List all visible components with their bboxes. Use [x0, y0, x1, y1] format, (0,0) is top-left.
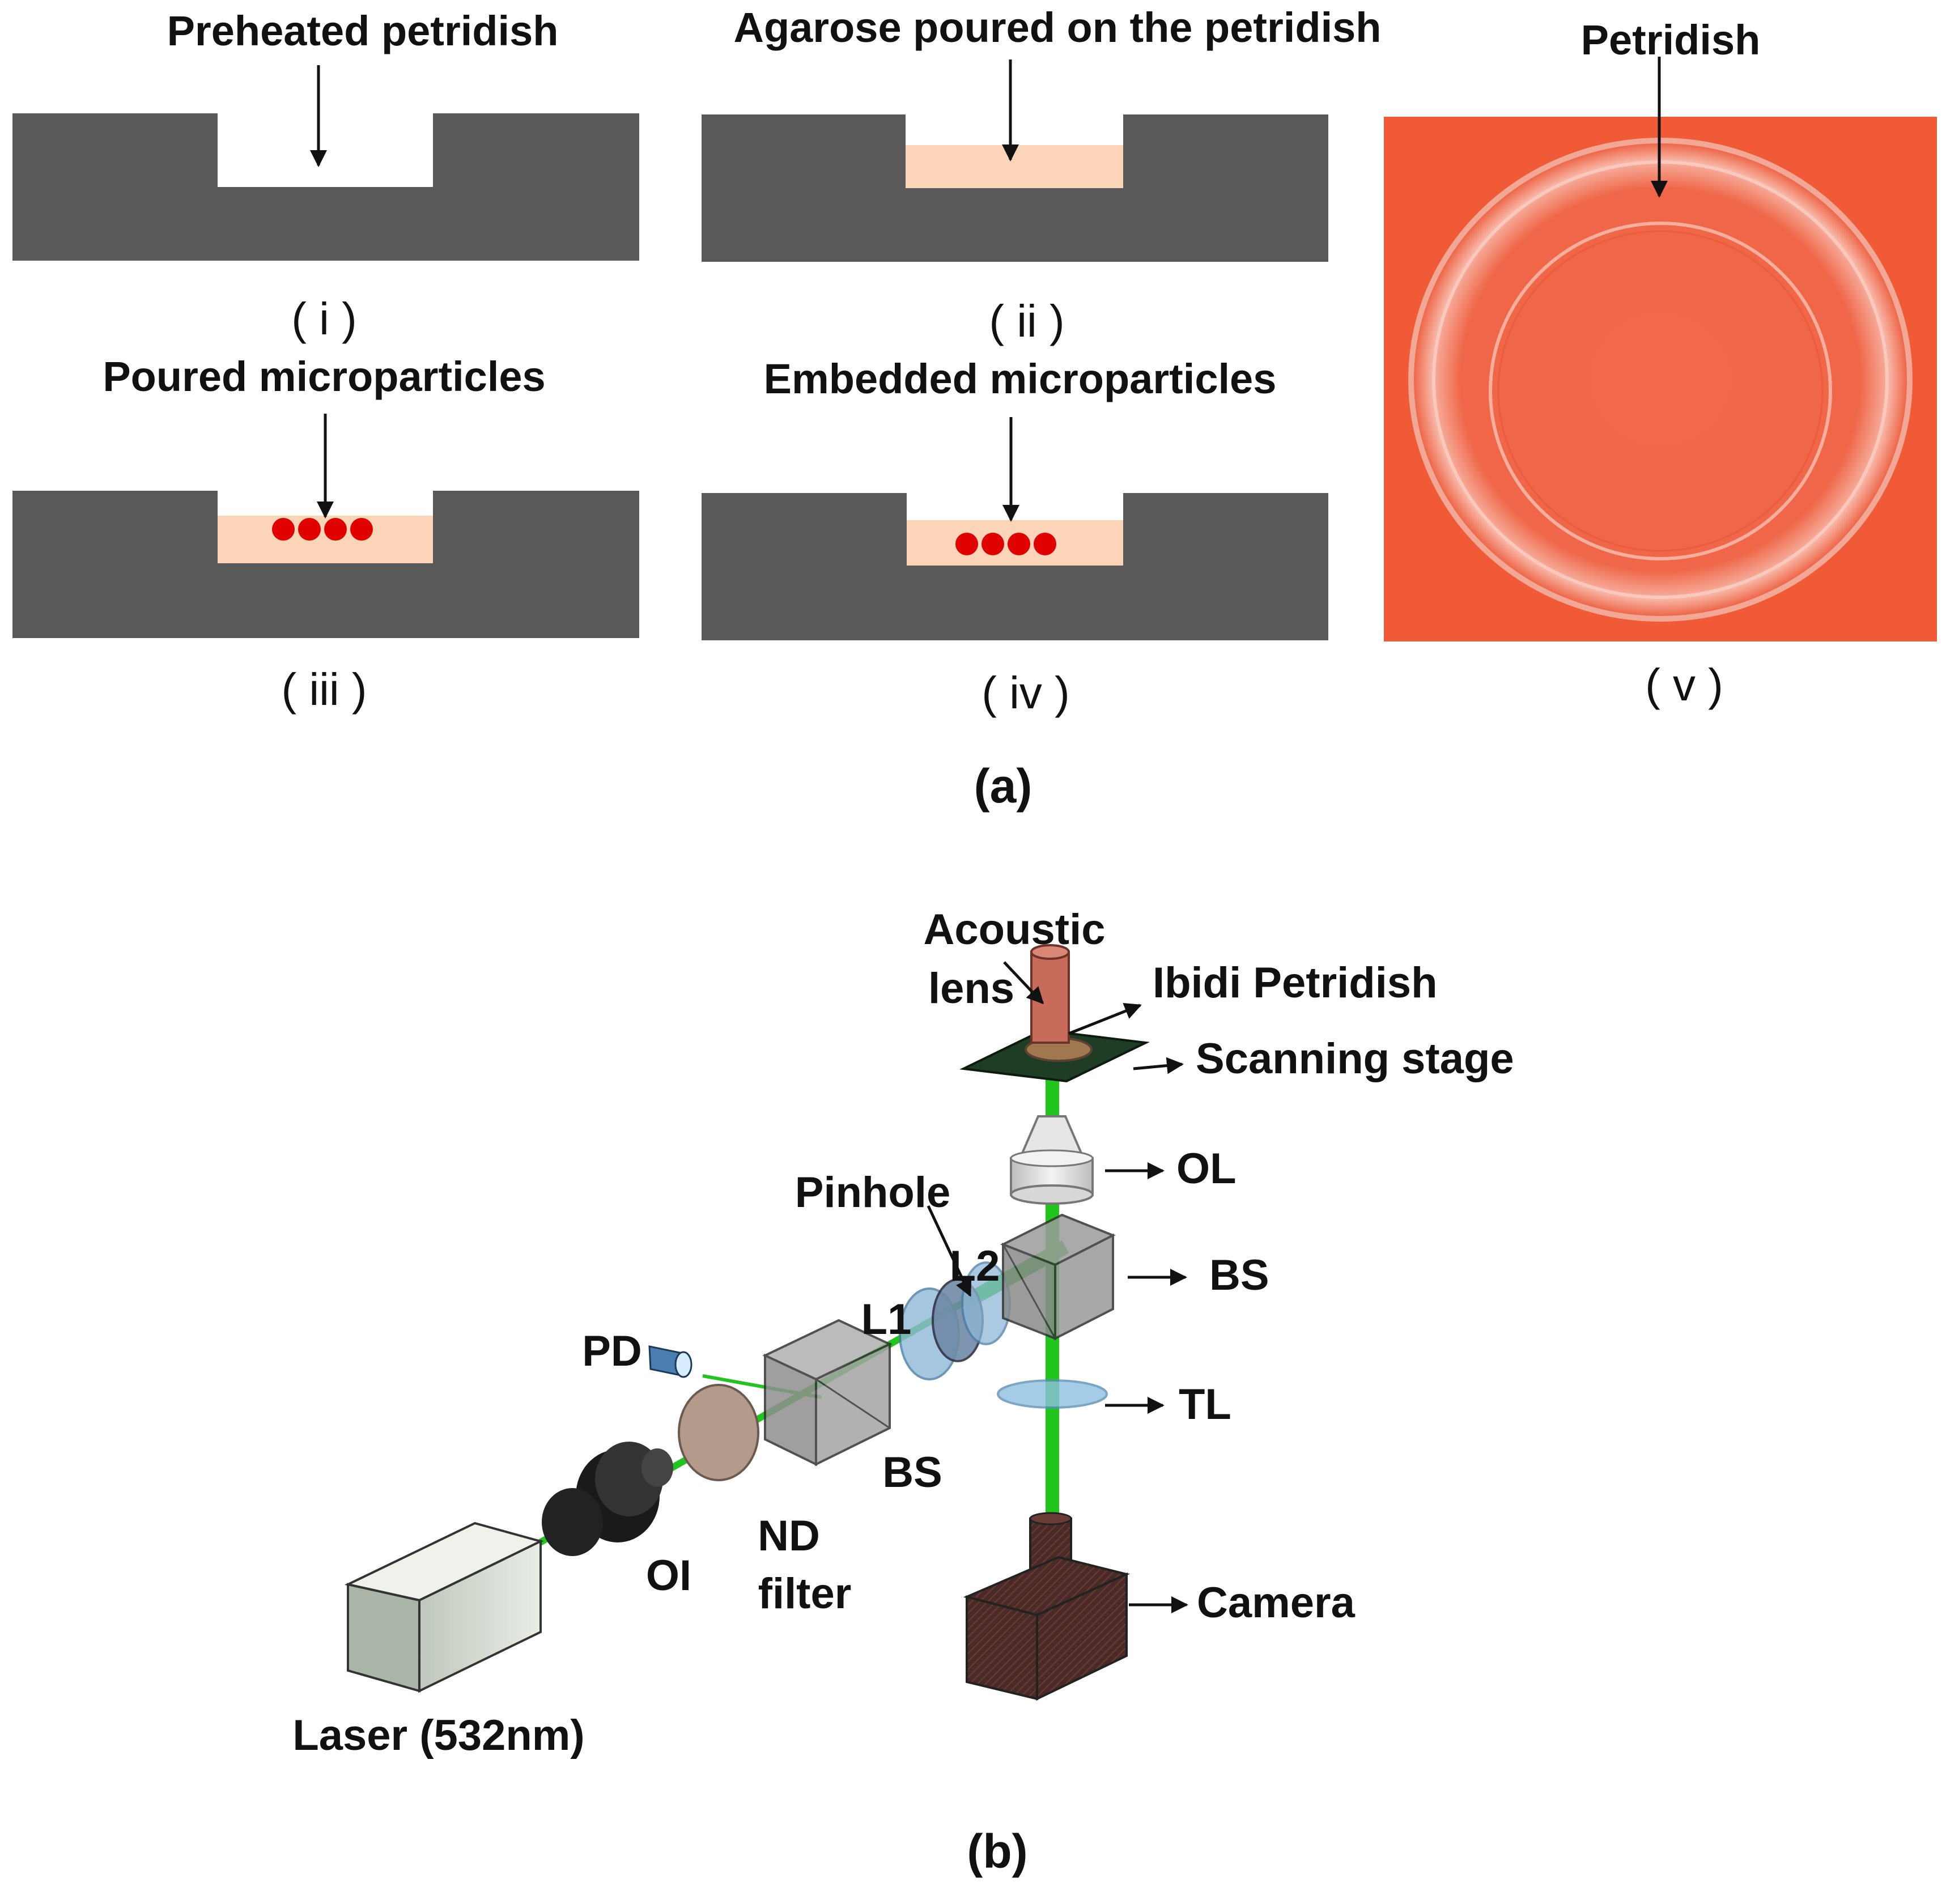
- camera-label: Camera: [1197, 1579, 1356, 1627]
- photo-caption: Petridish: [1581, 16, 1761, 63]
- acoustic-lens-body: [1030, 944, 1070, 1044]
- step-iv-diagram: Embedded microparticles ( iv ): [702, 355, 1328, 718]
- step-ii-diagram: Agarose poured on the petridish ( ii ): [702, 4, 1382, 346]
- optical-isolator: [542, 1442, 673, 1556]
- bs-lower-label: BS: [882, 1448, 942, 1497]
- dish-cross-section: [702, 493, 1328, 640]
- nd-filter-disc: [678, 1384, 759, 1481]
- laser-source: [344, 1522, 544, 1693]
- nd-filter-label-line1: ND: [758, 1512, 820, 1560]
- step-caption: Agarose poured on the petridish: [734, 4, 1382, 51]
- camera: [963, 1512, 1131, 1701]
- ibidi-petridish-label: Ibidi Petridish: [1153, 959, 1438, 1007]
- label-arrows: [927, 961, 1188, 1613]
- panel-a-label: (a): [974, 759, 1033, 813]
- nd-filter-label-line2: filter: [758, 1570, 852, 1618]
- laser-label: Laser (532nm): [292, 1711, 584, 1760]
- oi-label: OI: [646, 1552, 691, 1600]
- l2-label: L2: [950, 1242, 1000, 1290]
- dish-cross-section: [12, 113, 639, 261]
- scanning-stage-label: Scanning stage: [1196, 1035, 1514, 1083]
- step-index: ( i ): [291, 294, 357, 344]
- objective-lens: [1010, 1115, 1094, 1205]
- acoustic-lens-label-line1: Acoustic: [924, 906, 1106, 954]
- tl-label: TL: [1179, 1380, 1231, 1429]
- ol-label: OL: [1176, 1145, 1237, 1193]
- step-caption: Poured microparticles: [103, 353, 545, 400]
- pinhole-label: Pinhole: [795, 1168, 950, 1217]
- step-index: ( ii ): [989, 296, 1064, 346]
- step-i-diagram: Preheated petridish ( i ): [12, 7, 639, 344]
- step-caption: Preheated petridish: [167, 7, 559, 54]
- tube-lens: [997, 1379, 1108, 1409]
- step-index: ( v ): [1645, 660, 1723, 710]
- optical-setup: Acoustic lens Ibidi Petridish Scanning s…: [292, 906, 1514, 1760]
- pd-label: PD: [582, 1327, 642, 1375]
- bs-upper-label: BS: [1209, 1251, 1269, 1299]
- petridish-photo: Petridish ( v ): [1384, 16, 1937, 710]
- microparticles: [272, 518, 373, 541]
- step-index: ( iii ): [281, 664, 367, 715]
- beam-splitter-upper: [1000, 1213, 1116, 1341]
- step-caption: Embedded microparticles: [764, 355, 1277, 402]
- beam-splitter-lower: [762, 1319, 893, 1467]
- panel-b-label: (b): [967, 1825, 1027, 1878]
- l1-label: L1: [861, 1295, 912, 1344]
- acoustic-lens-label-line2: lens: [928, 964, 1014, 1013]
- agarose-layer: [906, 145, 1123, 188]
- agarose-layer: [218, 516, 433, 563]
- step-index: ( iv ): [982, 668, 1070, 718]
- photodiode: [648, 1345, 692, 1378]
- microparticles: [955, 533, 1056, 555]
- dish-cross-section: [12, 491, 639, 638]
- step-iii-diagram: Poured microparticles ( iii ): [12, 353, 639, 715]
